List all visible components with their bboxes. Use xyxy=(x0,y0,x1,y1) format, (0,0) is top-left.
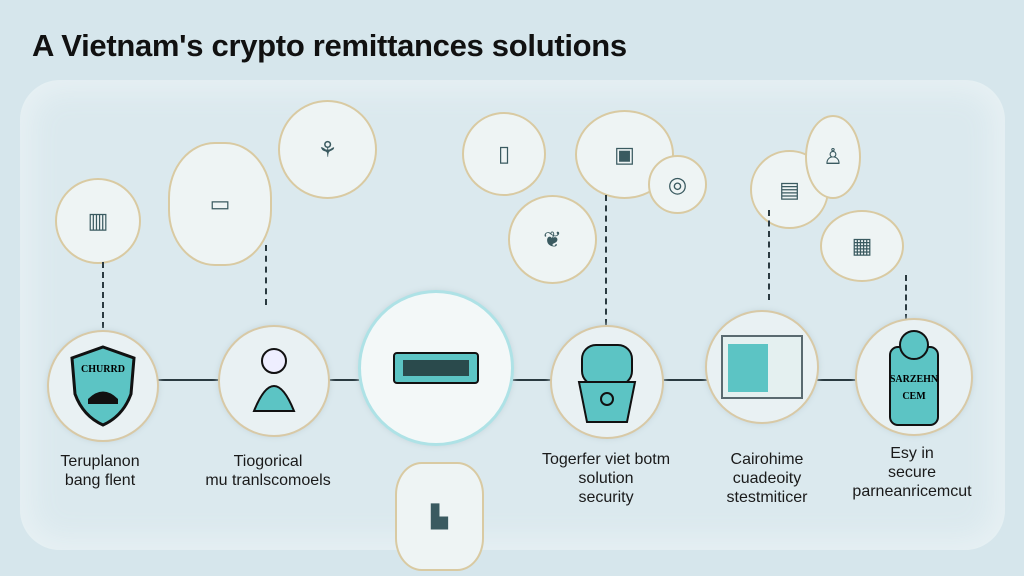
shield-icon: CHURRD xyxy=(70,345,136,427)
label-line: Tiogorical xyxy=(233,453,303,470)
mascot-icon: SARZEHN CEM xyxy=(889,330,939,426)
svg-text:CEM: CEM xyxy=(902,391,926,402)
bubble-chart-icon: ▙ xyxy=(395,462,484,571)
step-node-3 xyxy=(358,290,514,446)
connector xyxy=(905,275,907,320)
connector xyxy=(102,262,104,328)
label-line: Cairohime xyxy=(730,451,804,468)
label-line: stestmiticer xyxy=(726,489,808,506)
bubble-documents-icon: ▥ xyxy=(55,178,141,264)
page-title: A Vietnam's crypto remittances solutions xyxy=(32,28,627,63)
bubble-coins-icon: ◎ xyxy=(648,155,707,214)
bubble-plant-icon: ❦ xyxy=(508,195,597,284)
label-line: security xyxy=(578,489,634,506)
bubble-person-icon: ♙ xyxy=(805,115,861,199)
step-label-1: Teruplanon bang flent xyxy=(60,452,139,490)
label-line: mu tranlscomoels xyxy=(205,472,331,489)
label-line: Teruplanon xyxy=(60,453,140,470)
label-line: parneanricemcut xyxy=(852,483,972,500)
bubble-money-icon: ▦ xyxy=(820,210,904,282)
svg-text:SARZEHN: SARZEHN xyxy=(890,374,939,385)
bubble-phone-icon: ▯ xyxy=(462,112,546,196)
bubble-laptop-icon: ▭ xyxy=(168,142,272,266)
label-line: Togerfer viet botm xyxy=(541,451,671,468)
connector xyxy=(265,245,267,305)
label-line: solution xyxy=(578,470,634,487)
step-label-2: Tiogorical mu tranlscomoels xyxy=(205,452,330,490)
connector xyxy=(605,195,607,325)
step-node-2 xyxy=(218,325,330,437)
step-node-6: SARZEHN CEM xyxy=(855,318,973,436)
step-node-1: CHURRD xyxy=(47,330,159,442)
bubble-tree-icon: ⚘ xyxy=(278,100,377,199)
label-line: cuadeoity xyxy=(732,470,802,487)
label-line: Esy in xyxy=(890,445,934,462)
robot-icon xyxy=(577,344,637,423)
person-icon xyxy=(252,348,296,412)
label-line: bang flent xyxy=(64,472,136,489)
crypto-device-icon xyxy=(393,352,479,384)
step-node-5 xyxy=(705,310,819,424)
step-label-4: Togerfer viet botm solution security xyxy=(542,450,670,507)
svg-text:CHURRD: CHURRD xyxy=(81,364,125,375)
step-label-5: Cairohime cuadeoity stestmiticer xyxy=(727,450,808,507)
connector xyxy=(768,210,770,300)
step-label-6: Esy in secure parneanricemcut xyxy=(852,444,971,501)
monitor-icon xyxy=(721,335,803,399)
step-node-4 xyxy=(550,325,664,439)
label-line: secure xyxy=(887,464,937,481)
